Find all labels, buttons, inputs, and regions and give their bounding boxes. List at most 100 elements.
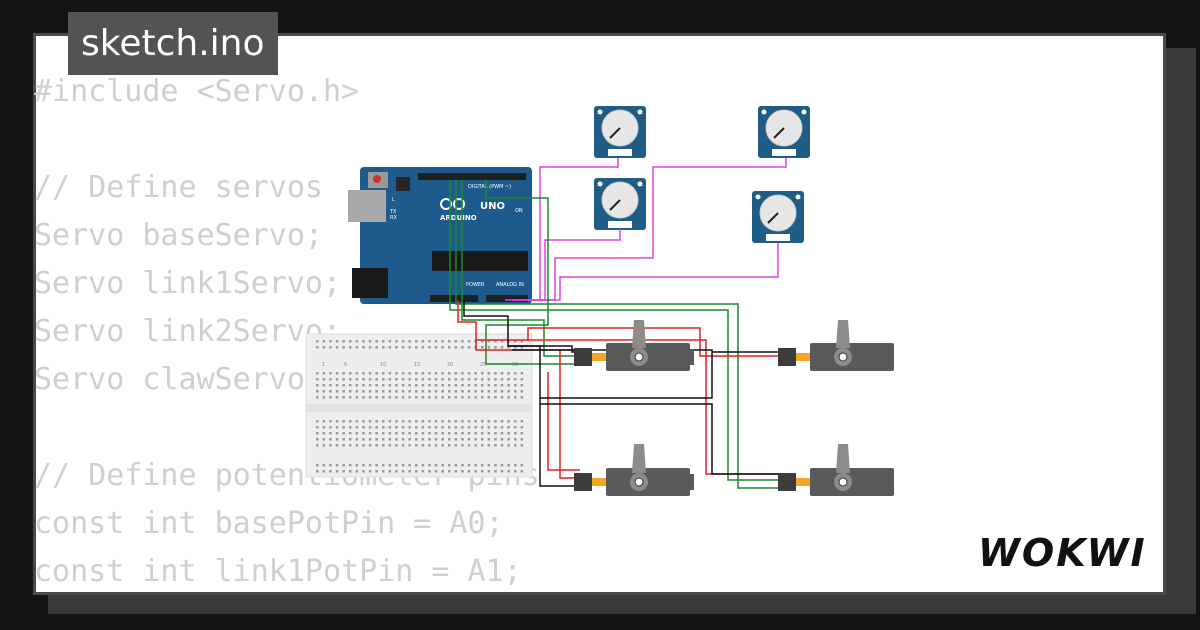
breadboard-hole (415, 444, 418, 447)
potentiometer[interactable] (594, 178, 646, 230)
breadboard-hole (388, 378, 392, 381)
breadboard-hole (494, 390, 497, 393)
breadboard-hole (454, 396, 458, 399)
breadboard-hole (382, 432, 385, 435)
breadboard-hole (520, 346, 524, 349)
potentiometer[interactable] (752, 191, 804, 243)
breadboard-hole (474, 426, 477, 429)
breadboard-hole (375, 378, 378, 381)
breadboard-hole (375, 470, 378, 473)
breadboard-hole (448, 464, 451, 467)
breadboard-hole (494, 438, 497, 441)
breadboard-hole (375, 346, 378, 349)
breadboard-hole (448, 396, 451, 399)
breadboard-hole (507, 346, 510, 349)
breadboard-hole (408, 384, 411, 387)
breadboard-hole (368, 464, 372, 467)
breadboard-hole (448, 420, 451, 423)
breadboard-column-number: 15 (414, 362, 420, 368)
breadboard-hole (434, 390, 438, 393)
breadboard-hole (335, 464, 339, 467)
breadboard-hole (461, 426, 464, 429)
potentiometer-wires (505, 158, 787, 301)
breadboard-hole (415, 432, 418, 435)
breadboard-hole (316, 420, 319, 423)
breadboard-hole (342, 378, 345, 381)
breadboard-hole (395, 426, 398, 429)
l-led-label: L (392, 197, 395, 203)
breadboard-hole (368, 346, 372, 349)
breadboard-hole (461, 444, 464, 447)
servo-motor[interactable] (778, 444, 894, 496)
breadboard-hole (362, 420, 365, 423)
breadboard-hole (520, 444, 524, 447)
servo-motor[interactable] (574, 320, 694, 371)
breadboard-hole (434, 438, 438, 441)
breadboard-hole (428, 372, 431, 375)
breadboard-hole (335, 470, 339, 473)
breadboard-hole (487, 420, 491, 423)
breadboard-hole (428, 340, 431, 343)
breadboard-hole (362, 372, 365, 375)
breadboard-hole (362, 432, 365, 435)
breadboard-hole (494, 378, 497, 381)
breadboard-column-number: 5 (344, 362, 347, 368)
servo-motor[interactable] (778, 320, 894, 371)
breadboard-hole (487, 372, 491, 375)
potentiometer[interactable] (594, 106, 646, 158)
breadboard-holes (316, 340, 524, 473)
breadboard-hole (355, 378, 359, 381)
breadboard-hole (467, 420, 471, 423)
breadboard-hole (375, 464, 378, 467)
breadboard-hole (441, 346, 444, 349)
breadboard-hole (467, 378, 471, 381)
breadboard-hole (481, 390, 484, 393)
potentiometer[interactable] (758, 106, 810, 158)
breadboard-hole (349, 390, 352, 393)
breadboard-hole (388, 384, 392, 387)
breadboard-hole (316, 426, 319, 429)
breadboard-hole (408, 372, 411, 375)
breadboard-column-number: 10 (380, 362, 386, 368)
breadboard-hole (382, 464, 385, 467)
breadboard-hole (514, 396, 517, 399)
breadboard-hole (322, 346, 326, 349)
breadboard-hole (520, 372, 524, 375)
breadboard-hole (441, 444, 444, 447)
breadboard-hole (500, 372, 504, 375)
breadboard-hole (401, 470, 405, 473)
breadboard-hole (467, 390, 471, 393)
breadboard-hole (520, 384, 524, 387)
breadboard-hole (467, 470, 471, 473)
breadboard-hole (520, 420, 524, 423)
breadboard-hole (494, 340, 497, 343)
breadboard-hole (514, 432, 517, 435)
breadboard-hole (507, 390, 510, 393)
breadboard-hole (368, 378, 372, 381)
breadboard-hole (388, 396, 392, 399)
servo-motor[interactable] (574, 444, 694, 496)
breadboard-hole (401, 426, 405, 429)
breadboard-hole (514, 470, 517, 473)
breadboard-hole (454, 444, 458, 447)
breadboard-hole (421, 346, 425, 349)
breadboard-hole (388, 426, 392, 429)
breadboard-hole (421, 432, 425, 435)
breadboard-hole (375, 384, 378, 387)
breadboard-hole (494, 384, 497, 387)
breadboard-hole (322, 470, 326, 473)
breadboard-hole (421, 426, 425, 429)
breadboard-hole (467, 464, 471, 467)
breadboard-hole (368, 432, 372, 435)
file-tab[interactable]: sketch.ino (68, 12, 279, 75)
breadboard-hole (401, 420, 405, 423)
arduino-uno-board[interactable]: DIGITAL (PWM ~) TX RX L ON ARDUINO UNO P… (348, 167, 532, 304)
breadboard-hole (362, 346, 365, 349)
breadboard-hole (342, 390, 345, 393)
breadboard-hole (395, 420, 398, 423)
breadboard-hole (382, 470, 385, 473)
breadboard-hole (342, 426, 345, 429)
reset-button[interactable] (373, 175, 381, 183)
breadboard-hole (507, 384, 510, 387)
wokwi-logo[interactable]: WOKWI (976, 528, 1152, 578)
